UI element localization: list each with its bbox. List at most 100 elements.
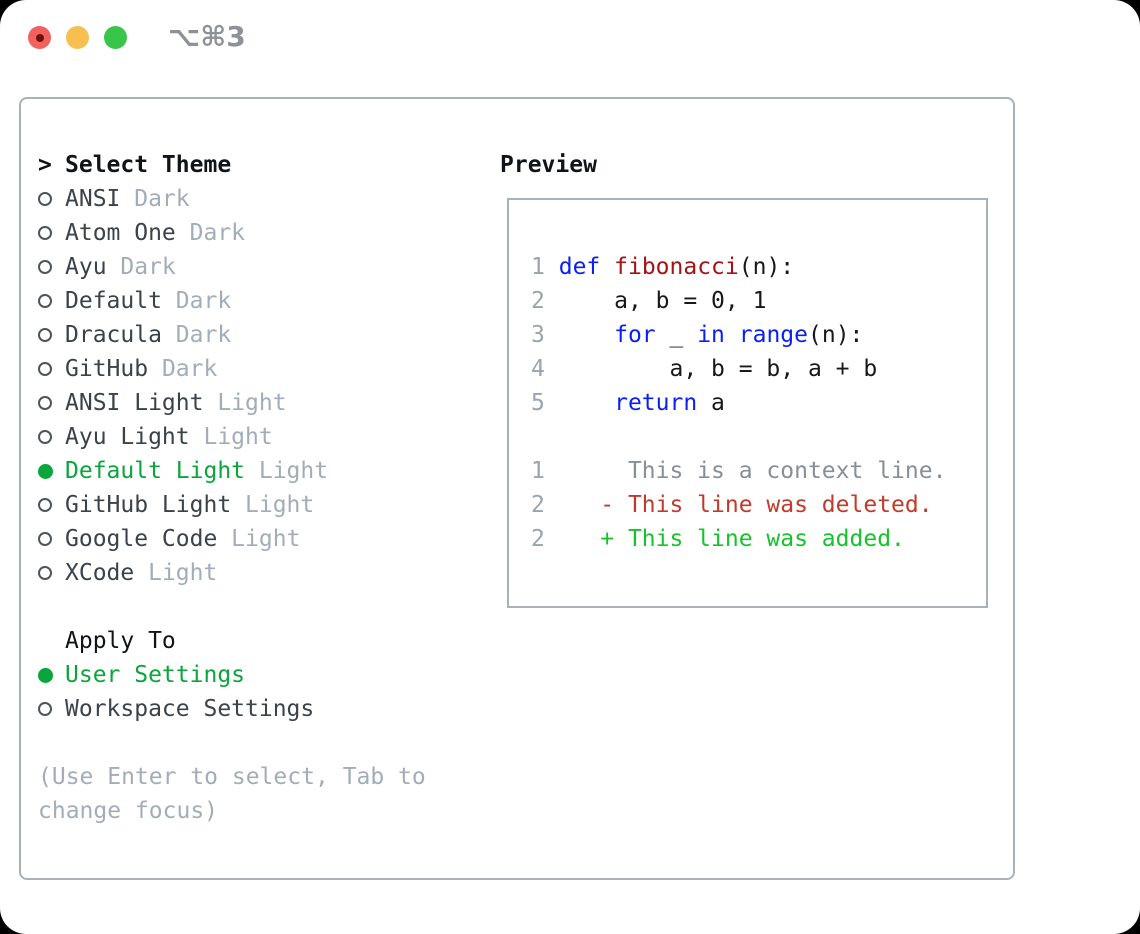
radio-unselected-icon	[38, 260, 52, 274]
theme-option[interactable]: Ayu Light Light	[38, 420, 426, 454]
radio-unselected-icon	[38, 532, 52, 546]
radio-unselected-icon	[38, 566, 52, 580]
theme-option[interactable]: ANSI Dark	[38, 182, 426, 216]
theme-name: Default Light	[65, 458, 246, 484]
theme-name: ANSI Light	[65, 390, 204, 416]
radio-unselected-icon	[38, 226, 52, 240]
code-token: for	[614, 322, 656, 348]
theme-option[interactable]: Dracula Dark	[38, 318, 426, 352]
line-number: 2	[531, 288, 545, 314]
code-line: 2 + This line was added.	[531, 522, 946, 556]
option-marker	[38, 362, 65, 376]
theme-variant: Dark	[148, 356, 218, 382]
option-marker	[38, 463, 65, 479]
theme-name: GitHub Light	[65, 492, 232, 518]
theme-variant: Light	[189, 424, 273, 450]
line-number: 3	[531, 322, 545, 348]
theme-name: GitHub	[65, 356, 149, 382]
theme-variant: Dark	[106, 254, 176, 280]
option-marker	[38, 667, 65, 683]
theme-option[interactable]: GitHub Light Light	[38, 488, 426, 522]
theme-variant: Light	[231, 492, 315, 518]
radio-unselected-icon	[38, 396, 52, 410]
theme-name: Google Code	[65, 526, 218, 552]
option-marker	[38, 260, 65, 274]
line-number: 2	[531, 492, 545, 518]
selection-caret-icon: >	[38, 152, 52, 178]
code-line: 4 a, b = b, a + b	[531, 352, 946, 386]
radio-unselected-icon	[38, 362, 52, 376]
theme-name: ANSI	[65, 186, 121, 212]
maximize-button[interactable]	[104, 26, 127, 49]
code-token: This is a context line.	[544, 458, 947, 484]
preview-heading: Preview	[500, 152, 597, 178]
code-token: (n):	[808, 322, 864, 348]
option-marker	[38, 430, 65, 444]
option-marker	[38, 498, 65, 512]
minimize-button[interactable]	[66, 26, 89, 49]
theme-option[interactable]: Google Code Light	[38, 522, 426, 556]
line-number: 1	[531, 458, 545, 484]
line-number: 4	[531, 356, 545, 382]
code-token	[545, 322, 614, 348]
theme-option[interactable]: Default Dark	[38, 284, 426, 318]
line-number: 2	[531, 526, 545, 552]
code-token: a, b = b, a + b	[544, 356, 878, 382]
theme-option[interactable]: Atom One Dark	[38, 216, 426, 250]
window-controls	[28, 26, 127, 49]
select-theme-label: Select Theme	[65, 152, 232, 178]
option-marker	[38, 532, 65, 546]
code-token: fibonacci	[614, 254, 739, 280]
code-token	[725, 322, 739, 348]
theme-variant: Light	[217, 526, 301, 552]
option-marker	[38, 566, 65, 580]
apply-option[interactable]: User Settings	[38, 658, 426, 692]
spacer	[38, 590, 426, 624]
theme-name: XCode	[65, 560, 135, 586]
option-marker	[38, 328, 65, 342]
select-theme-header: > Select Theme	[38, 148, 426, 182]
keyboard-hint: change focus)	[38, 798, 219, 824]
code-line: 1 This is a context line.	[531, 454, 946, 488]
theme-option[interactable]: XCode Light	[38, 556, 426, 590]
code-token: - This line was deleted.	[544, 492, 933, 518]
theme-variant: Dark	[175, 220, 246, 246]
theme-variant: Dark	[120, 186, 190, 212]
option-marker	[38, 294, 65, 308]
theme-variant: Light	[134, 560, 218, 586]
close-button[interactable]	[28, 26, 51, 49]
radio-unselected-icon	[38, 702, 52, 716]
theme-option[interactable]: GitHub Dark	[38, 352, 426, 386]
line-number: 5	[531, 390, 545, 416]
theme-option[interactable]: Default Light Light	[38, 454, 426, 488]
apply-option-label: User Settings	[65, 662, 246, 688]
theme-option[interactable]: Ayu Dark	[38, 250, 426, 284]
theme-name: Atom One	[65, 220, 176, 246]
option-marker	[38, 192, 65, 206]
code-token: + This line was added.	[544, 526, 905, 552]
theme-name: Ayu	[65, 254, 107, 280]
code-token: a, b = 0, 1	[544, 288, 767, 314]
radio-selected-icon	[38, 463, 53, 479]
apply-option[interactable]: Workspace Settings	[38, 692, 426, 726]
apply-to-header: Apply To	[38, 624, 426, 658]
code-line: 2 a, b = 0, 1	[531, 284, 946, 318]
radio-unselected-icon	[38, 430, 52, 444]
theme-name: Default	[65, 288, 162, 314]
code-token	[545, 390, 614, 416]
theme-option[interactable]: ANSI Light Light	[38, 386, 426, 420]
theme-variant: Light	[245, 458, 329, 484]
radio-unselected-icon	[38, 328, 52, 342]
code-line: 3 for _ in range(n):	[531, 318, 946, 352]
theme-name: Dracula	[65, 322, 162, 348]
code-line: 5 return a	[531, 386, 946, 420]
option-marker	[38, 396, 65, 410]
radio-unselected-icon	[38, 192, 52, 206]
theme-variant: Dark	[161, 322, 232, 348]
code-token: def	[558, 254, 601, 280]
option-marker	[38, 702, 65, 716]
